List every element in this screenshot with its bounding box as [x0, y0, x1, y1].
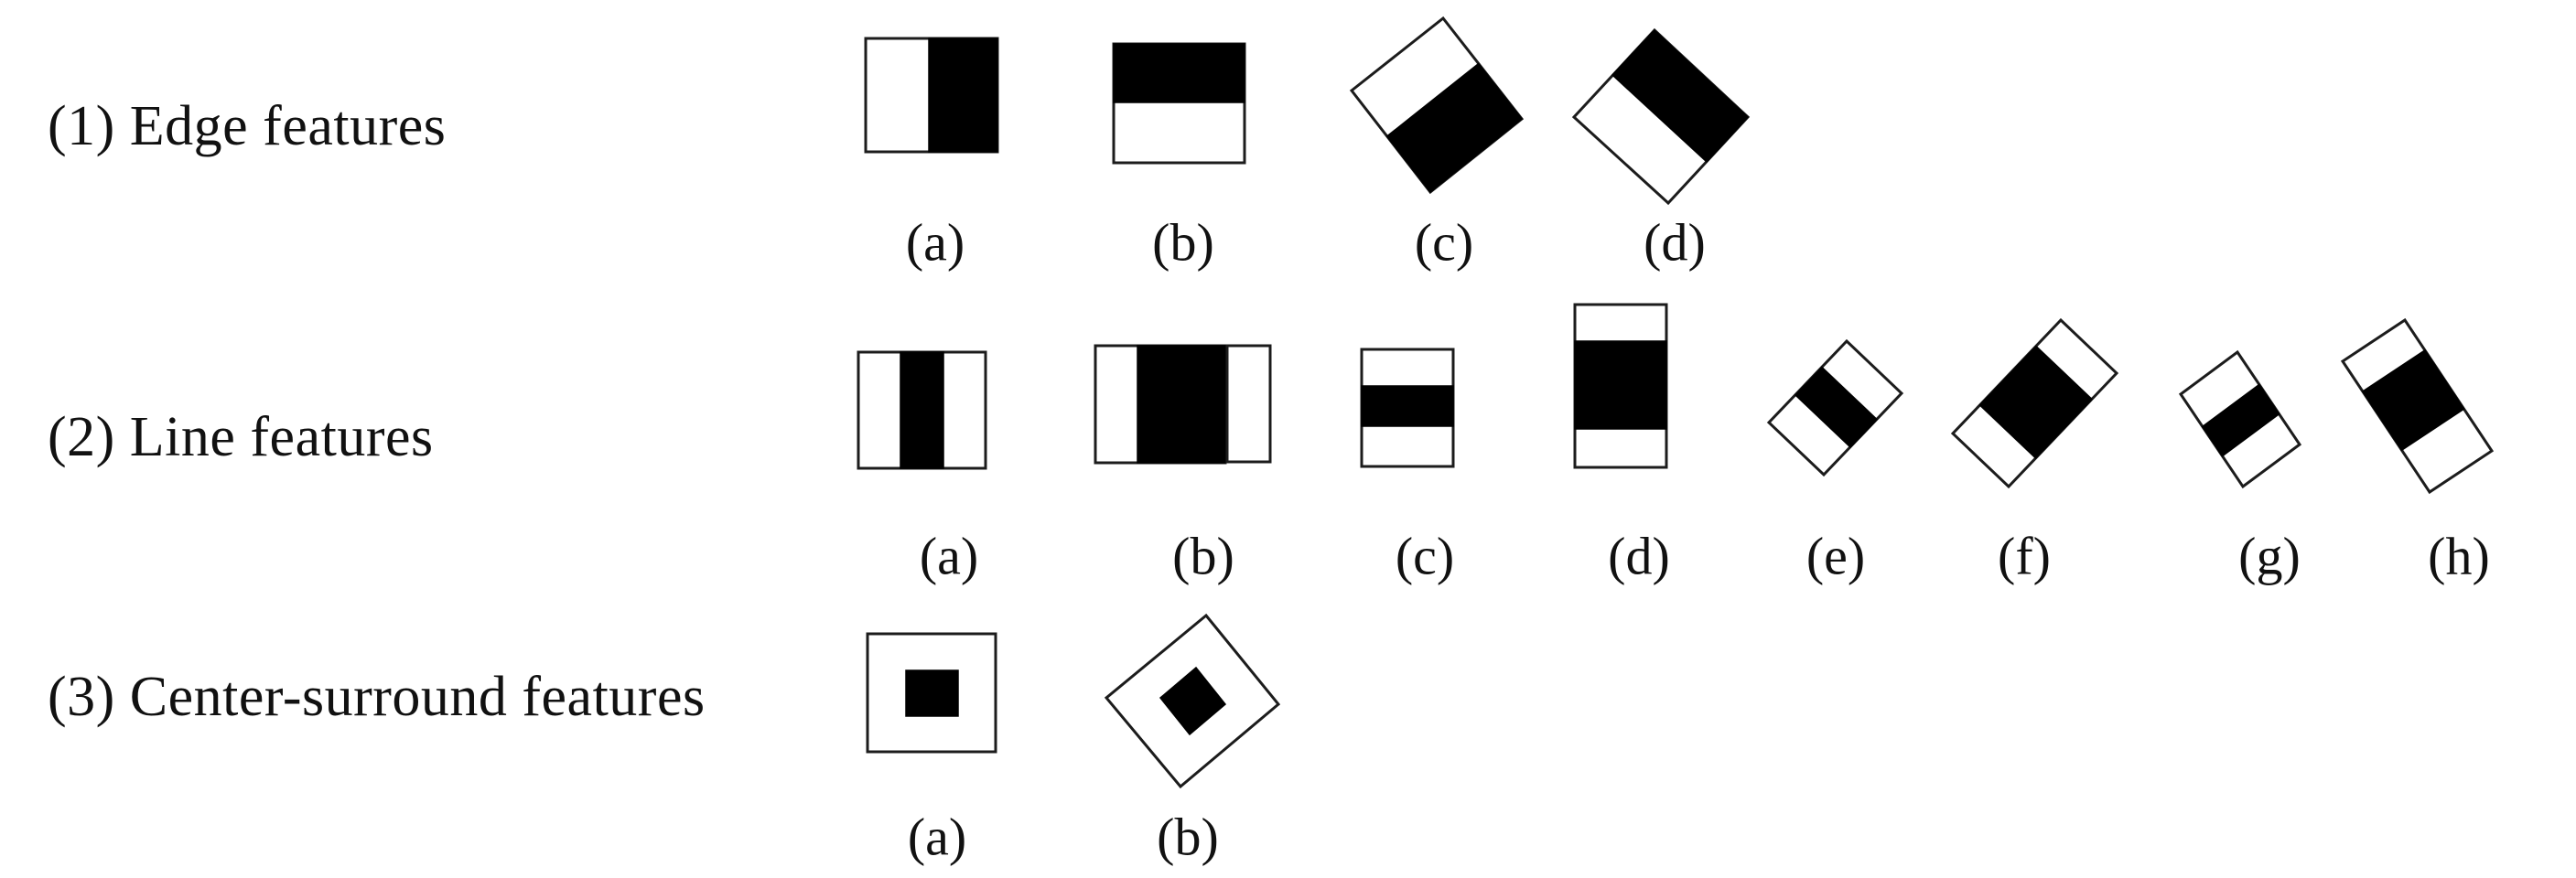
- feature-2g-black-region: [2201, 383, 2280, 457]
- feature-2h: (h): [2340, 317, 2495, 586]
- feature-label-2d: (d): [1608, 527, 1670, 586]
- feature-2b: (b): [1094, 344, 1272, 586]
- feature-2a: (a): [857, 350, 987, 586]
- feature-label-1d: (d): [1644, 213, 1706, 273]
- feature-label-2a: (a): [920, 527, 978, 586]
- feature-3a: (a): [866, 632, 997, 867]
- row-edge-features: (1) Edge features (a) (b) (c) (d): [48, 16, 1751, 273]
- feature-3b-black-region: [1159, 666, 1227, 736]
- feature-label-2h: (h): [2428, 527, 2490, 586]
- feature-2f-black-region: [1978, 345, 2094, 460]
- feature-1b: (b): [1112, 42, 1246, 273]
- row-heading-edge-features: (1) Edge features: [48, 95, 446, 157]
- feature-2e: (e): [1766, 338, 1904, 586]
- feature-2a-black-region: [900, 351, 944, 469]
- feature-2f: (f): [1950, 317, 2119, 586]
- row-center-surround-features: (3) Center-surround features (a) (b): [48, 613, 1281, 867]
- feature-3b: (b): [1104, 613, 1281, 867]
- feature-3a-black-region: [905, 669, 959, 717]
- feature-label-2e: (e): [1806, 527, 1865, 586]
- feature-label-1c: (c): [1415, 213, 1473, 273]
- row-heading-center-surround-features: (3) Center-surround features: [48, 666, 706, 728]
- feature-label-1b: (b): [1152, 213, 1214, 273]
- feature-1a: (a): [864, 37, 999, 273]
- feature-2h-black-region: [2361, 348, 2465, 452]
- feature-2b-white-region: [1225, 344, 1272, 464]
- feature-2g: (g): [2178, 349, 2302, 586]
- feature-label-2c: (c): [1396, 527, 1454, 586]
- feature-label-2b: (b): [1172, 527, 1234, 586]
- row-line-features: (2) Line features (a) (b) (c) (d) (e) (f) (g) (h…: [48, 303, 2495, 586]
- feature-label-1a: (a): [906, 213, 965, 273]
- feature-2e-black-region: [1794, 366, 1879, 449]
- feature-1b-black-region: [1113, 43, 1245, 103]
- feature-2c-black-region: [1361, 385, 1454, 427]
- feature-label-2g: (g): [2238, 527, 2301, 586]
- feature-1a-black-region: [928, 37, 998, 153]
- feature-1d: (d): [1571, 27, 1751, 273]
- feature-1c-black-region: [1385, 62, 1524, 194]
- feature-label-3b: (b): [1157, 808, 1219, 867]
- feature-1c: (c): [1349, 16, 1525, 273]
- feature-2c: (c): [1360, 348, 1455, 586]
- feature-1d-black-region: [1611, 28, 1750, 164]
- row-heading-line-features: (2) Line features: [48, 406, 434, 468]
- feature-2d-black-region: [1574, 340, 1667, 430]
- feature-label-2f: (f): [1998, 527, 2051, 586]
- feature-2d: (d): [1573, 303, 1670, 586]
- feature-label-3a: (a): [908, 808, 966, 867]
- feature-2b-black-region: [1137, 345, 1226, 464]
